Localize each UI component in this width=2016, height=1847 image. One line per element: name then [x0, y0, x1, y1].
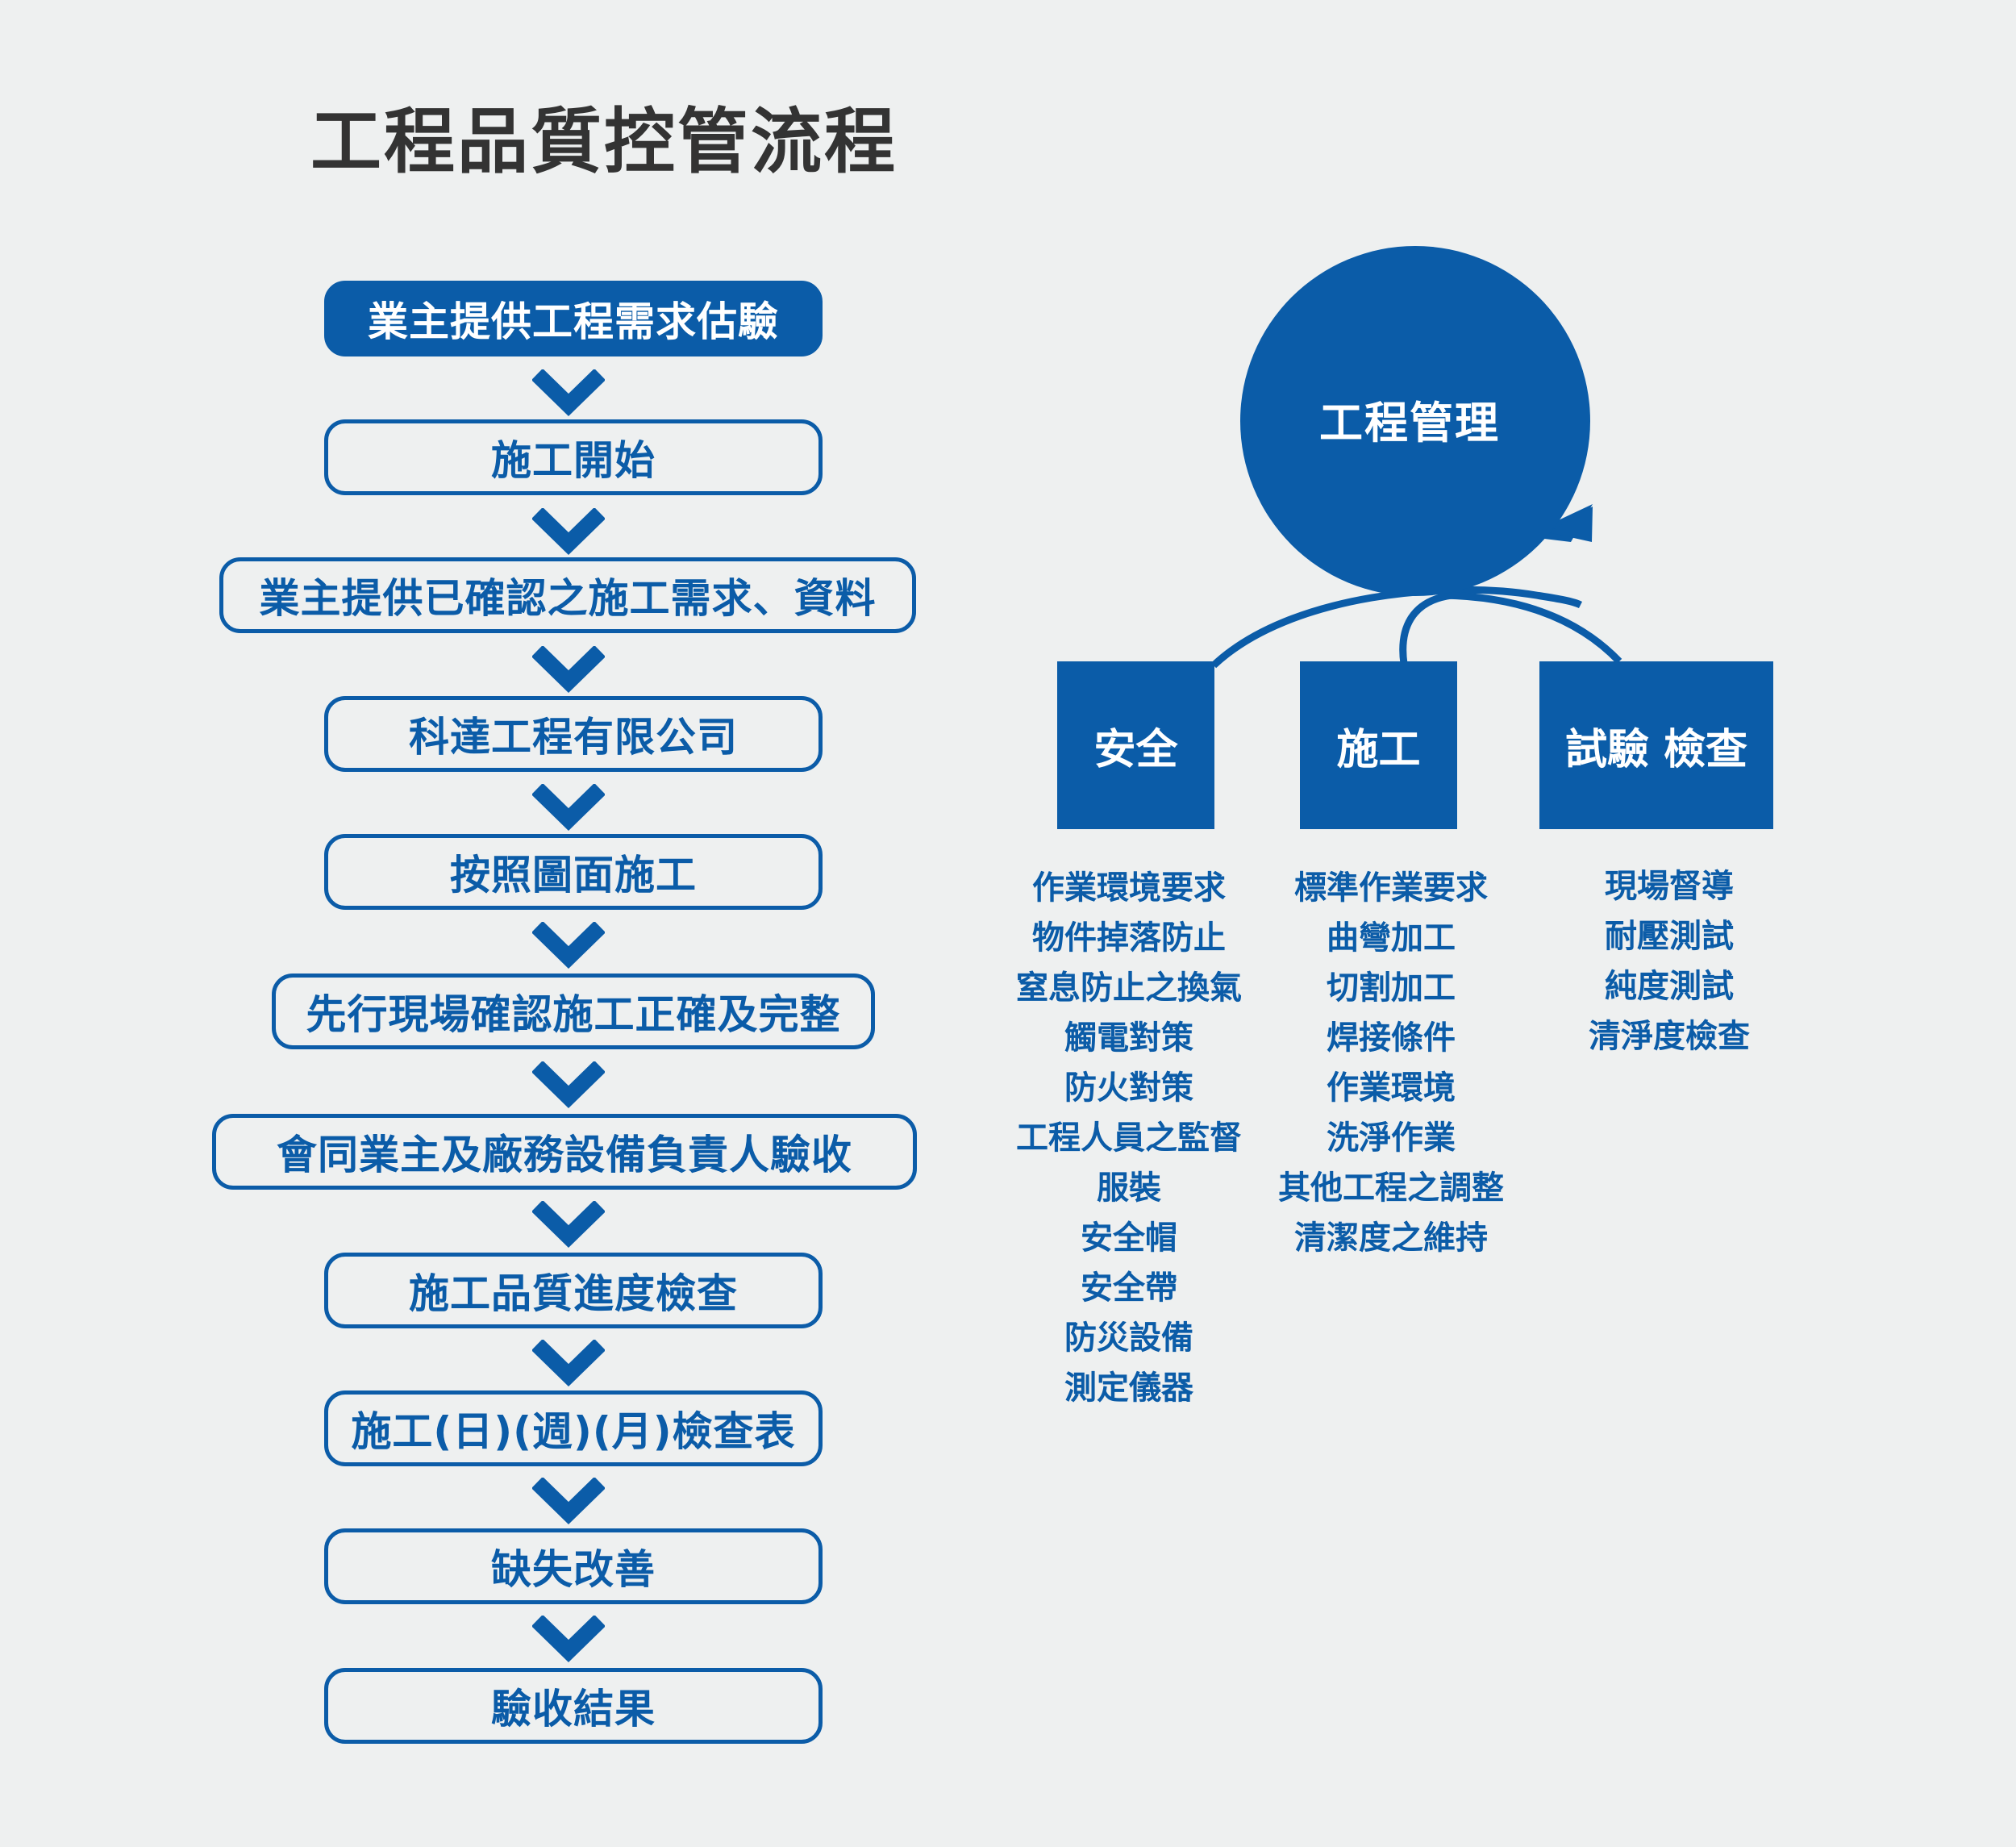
- chevron-down-icon: [532, 1201, 605, 1248]
- list-item: 物件掉落防止: [1032, 919, 1226, 957]
- list-item: 安全帽: [1081, 1220, 1177, 1257]
- list-item: 工程人員之監督: [1016, 1119, 1242, 1157]
- management-circle: [1240, 246, 1590, 596]
- flow-step-11: 驗收結果: [324, 1668, 823, 1744]
- list-item: 防災設備: [1064, 1320, 1193, 1357]
- flow-step-8: 施工品質進度檢查: [324, 1253, 823, 1328]
- list-item: 清淨度檢查: [1589, 1018, 1750, 1055]
- management-label: 工程管理: [1319, 398, 1500, 448]
- flow-step-2: 施工開始: [324, 419, 823, 495]
- construction-item-list: 標準作業要求 曲彎加工 切割加工 焊接條件 作業環境 洗淨作業 其他工程之調整 …: [1258, 863, 1524, 1263]
- list-item: 防火對策: [1064, 1069, 1193, 1107]
- chevron-down-icon: [532, 922, 605, 969]
- list-item: 曲彎加工: [1327, 919, 1456, 957]
- flow-step-9: 施工(日)(週)(月)檢查表: [324, 1390, 823, 1466]
- chevron-down-icon: [532, 646, 605, 693]
- chevron-down-icon: [532, 1061, 605, 1108]
- chevron-down-icon: [532, 508, 605, 555]
- list-item: 切割加工: [1327, 969, 1456, 1007]
- safety-item-list: 作業環境要求 物件掉落防止 窒息防止之換氣 觸電對策 防火對策 工程人員之監督 …: [992, 863, 1266, 1413]
- list-item: 安全帶: [1081, 1270, 1177, 1307]
- testing-item-list: 現場督導 耐壓測試 純度測試 清淨度檢查: [1540, 861, 1798, 1061]
- flow-step-4: 科達工程有限公司: [324, 696, 823, 772]
- list-item: 耐壓測試: [1605, 918, 1734, 955]
- branch-construction: 施工: [1300, 661, 1457, 829]
- chevron-down-icon: [532, 1340, 605, 1386]
- list-item: 作業環境: [1327, 1069, 1456, 1107]
- flow-step-5: 按照圖面施工: [324, 834, 823, 910]
- list-item: 窒息防止之換氣: [1016, 969, 1242, 1007]
- chevron-down-icon: [532, 784, 605, 831]
- flow-step-3: 業主提供已確認之施工需求、資料: [219, 557, 916, 633]
- list-item: 觸電對策: [1064, 1019, 1193, 1057]
- list-item: 服裝: [1097, 1169, 1161, 1207]
- chevron-down-icon: [532, 369, 605, 416]
- flow-step-1: 業主提供工程需求估驗: [324, 281, 823, 356]
- branch-testing: 試驗 檢查: [1539, 661, 1773, 829]
- branch-safety: 安全: [1057, 661, 1214, 829]
- page-title: 工程品質控管流程: [310, 100, 898, 183]
- chevron-down-icon: [532, 1616, 605, 1662]
- list-item: 洗淨作業: [1327, 1119, 1456, 1157]
- list-item: 其他工程之調整: [1278, 1169, 1504, 1207]
- flow-step-6: 先行現場確認施工正確及完整: [272, 974, 875, 1049]
- list-item: 純度測試: [1605, 968, 1734, 1005]
- flow-step-10: 缺失改善: [324, 1528, 823, 1604]
- list-item: 標準作業要求: [1294, 869, 1488, 907]
- chevron-down-icon: [532, 1478, 605, 1524]
- list-item: 清潔度之維持: [1294, 1220, 1488, 1257]
- list-item: 作業環境要求: [1032, 869, 1226, 907]
- list-item: 焊接條件: [1327, 1019, 1456, 1057]
- list-item: 現場督導: [1605, 868, 1734, 905]
- list-item: 測定儀器: [1064, 1370, 1193, 1407]
- flow-step-7: 會同業主及廠務設備負責人驗收: [212, 1114, 917, 1190]
